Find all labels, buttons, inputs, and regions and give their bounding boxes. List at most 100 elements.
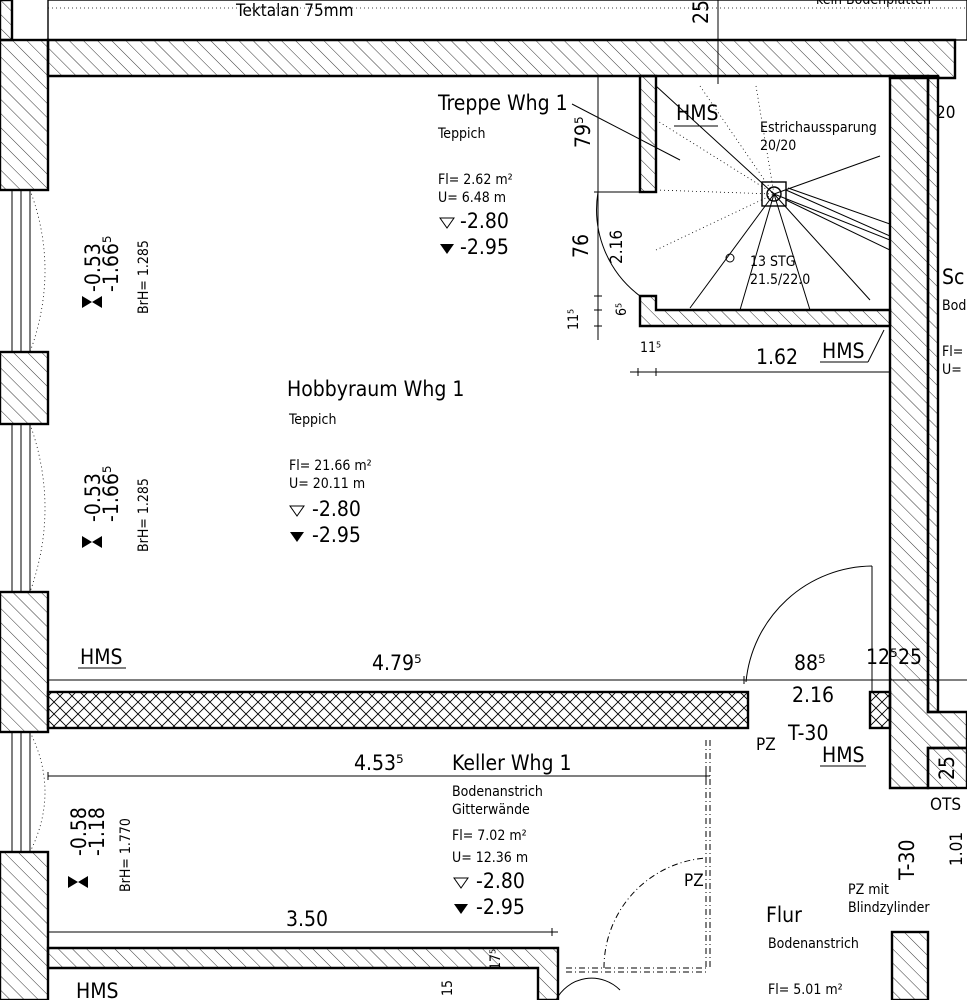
level-bottom-icon	[454, 904, 468, 914]
window-labels: -0.53 -1.66⁵ BrH= 1.285 -0.53 -1.66⁵ BrH…	[67, 236, 152, 892]
window-arrows-icon	[68, 876, 88, 888]
window-1	[11, 189, 48, 353]
room-floor-right: Bod	[942, 298, 966, 314]
left-wall-2	[0, 350, 50, 426]
windows	[11, 189, 48, 853]
room-hobby: Hobbyraum Whg 1 Teppich Fl= 21.66 m² U= …	[287, 377, 464, 547]
dim-350: 3.50	[286, 907, 328, 931]
window-head: -1.18	[85, 807, 109, 856]
room-level-bottom-keller: -2.95	[476, 895, 525, 919]
hms-label-left: HMS	[80, 645, 123, 669]
room-perimeter-treppe: U= 6.48 m	[438, 190, 506, 206]
estrich-size: 20/20	[760, 138, 796, 154]
dim-162: 1.62	[756, 345, 798, 369]
plate-label: kein Bodenplatten	[816, 0, 931, 8]
room-floor2-keller: Gitterwände	[452, 802, 530, 818]
window-sill: -0.58	[67, 807, 91, 856]
dim-4795: 4.79⁵	[372, 651, 422, 675]
room-level-top-hobby: -2.80	[312, 497, 361, 521]
room-name-keller: Keller Whg 1	[452, 751, 572, 775]
window-3	[11, 731, 46, 853]
stair-wall-vertical	[638, 74, 658, 194]
dim-79: 79⁵	[571, 116, 595, 148]
room-right: Sc Bod Fl= U=	[942, 265, 966, 378]
hms-label-door: HMS	[822, 743, 865, 767]
window-arrows-icon	[82, 296, 102, 308]
hms-label-bottom: HMS	[76, 979, 119, 1000]
room-treppe: Treppe Whg 1 Teppich Fl= 2.62 m² U= 6.48…	[437, 91, 681, 259]
dim-216-vertical: 2.16	[607, 230, 627, 264]
right-wall-inner	[926, 74, 940, 714]
dim-76: 76	[569, 234, 593, 258]
ots-label: OTS	[930, 795, 961, 815]
dim-125: 12⁵	[866, 645, 898, 669]
right-dim-20: 20	[936, 103, 955, 123]
insulation-label: Tektalan 75mm	[235, 1, 354, 21]
estrich-label: Estrichaussparung	[760, 120, 877, 136]
level-bottom-icon	[290, 532, 304, 542]
window-label-3: -0.58 -1.18 BrH= 1.770	[67, 807, 134, 892]
room-perimeter-keller: U= 12.36 m	[452, 850, 528, 866]
top-labels: Tektalan 75mm 25 kein Bodenplatten 20	[235, 0, 955, 123]
partition-wall-right	[868, 690, 892, 730]
stair-ratio: 21.5/22.0	[750, 272, 810, 288]
flur-right-wall	[890, 930, 930, 1000]
stair-labels: Estrichaussparung 20/20 13 STG 21.5/22.0	[750, 120, 877, 288]
room-floor1-keller: Bodenanstrich	[452, 784, 543, 800]
t30-label-1: T-30	[787, 721, 828, 745]
t30-label-2: T-30	[895, 840, 919, 881]
dimension-labels: 79⁵ 2.16 76 11⁵ 6⁵ 11⁵ 1.62 4.79⁵ 88⁵ 12…	[286, 116, 967, 996]
room-name-treppe: Treppe Whg 1	[437, 91, 568, 115]
dim-25-ots: 25	[935, 756, 959, 780]
left-wall-3	[0, 590, 50, 734]
dim-25-right: 25	[898, 645, 922, 669]
left-wall-1	[0, 38, 50, 192]
top-wall	[46, 38, 957, 80]
window-head: -1.66⁵	[99, 466, 123, 522]
room-name-right: Sc	[942, 265, 964, 289]
room-area-flur: Fl= 5.01 m²	[768, 982, 843, 998]
ots-wall	[926, 746, 967, 790]
window-head: -1.66⁵	[99, 236, 123, 292]
level-top-icon	[453, 877, 469, 889]
window-sill: -0.53	[81, 243, 105, 292]
dim-885: 88⁵	[794, 651, 826, 675]
window-label-2: -0.53 -1.66⁵ BrH= 1.285	[81, 466, 152, 552]
room-name-flur: Flur	[766, 903, 802, 927]
flur-door-swing	[555, 977, 621, 1000]
bottom-wall	[46, 946, 560, 1000]
dim-15: 15	[440, 980, 456, 996]
window-2	[11, 423, 46, 593]
room-flur: Flur Bodenanstrich Fl= 5.01 m²	[766, 903, 859, 998]
dim-4535: 4.53⁵	[354, 751, 404, 775]
room-floor-hobby: Teppich	[288, 412, 336, 428]
stair-wall-bottom	[638, 294, 892, 328]
pz-mit-label: PZ mit	[848, 882, 889, 898]
hms-label-stair: HMS	[676, 101, 719, 125]
window-brh: BrH= 1.285	[136, 240, 152, 314]
room-perimeter-right: U=	[942, 362, 962, 378]
hms-label-stair-bottom: HMS	[822, 339, 865, 363]
room-level-top-treppe: -2.80	[460, 209, 509, 233]
level-top-icon	[439, 217, 455, 229]
room-perimeter-hobby: U= 20.11 m	[289, 476, 365, 492]
level-bottom-icon	[440, 244, 454, 254]
dim-65: 6⁵	[614, 303, 630, 316]
room-keller: Keller Whg 1 Bodenanstrich Gitterwände F…	[452, 751, 572, 919]
window-arrows-icon	[82, 536, 102, 548]
dimension-lines	[47, 0, 967, 936]
room-area-treppe: Fl= 2.62 m²	[438, 172, 513, 188]
window-label-1: -0.53 -1.66⁵ BrH= 1.285	[81, 236, 152, 314]
doors	[555, 565, 873, 1000]
room-name-hobby: Hobbyraum Whg 1	[287, 377, 464, 401]
window-brh: BrH= 1.285	[136, 478, 152, 552]
partition-wall	[46, 690, 750, 730]
dim-216-horizontal: 2.16	[792, 683, 834, 707]
dim-115-horizontal: 11⁵	[640, 340, 661, 356]
room-area-right: Fl=	[942, 344, 963, 360]
pz-label-2: PZ	[684, 871, 704, 891]
blindzylinder-label: Blindzylinder	[848, 900, 930, 916]
pz-label-1: PZ	[756, 735, 776, 755]
